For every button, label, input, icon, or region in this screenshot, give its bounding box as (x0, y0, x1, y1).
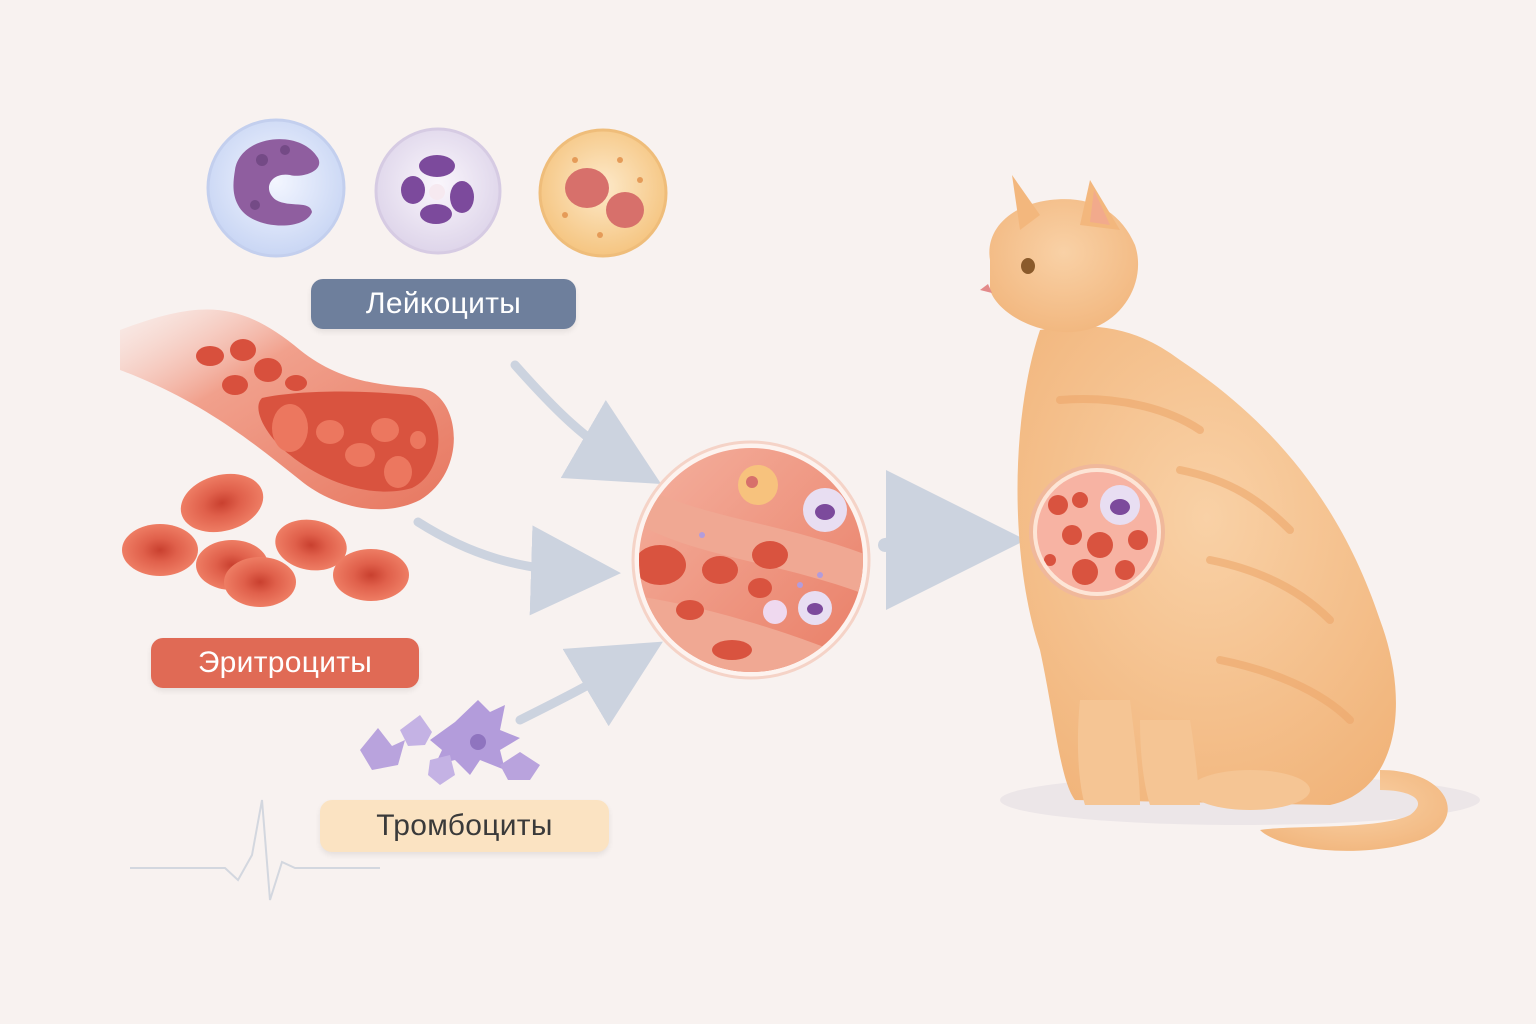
blood-vessel-icon (120, 309, 454, 510)
platelet-icon (360, 700, 540, 785)
cat-illustration-icon (980, 175, 1480, 851)
magnified-vessel-icon (631, 440, 871, 680)
flow-arrows (413, 360, 1026, 727)
thrombocytes-label: Тромбоциты (320, 800, 609, 852)
chest-magnifier-icon (1029, 464, 1165, 600)
leukocyte-eosinophil-icon (538, 128, 668, 258)
leukocyte-neutrophil-icon (374, 127, 502, 255)
red-blood-cell-icon (122, 473, 409, 607)
leukocytes-label: Лейкоциты (311, 279, 576, 329)
leukocyte-lymphocyte-icon (206, 118, 346, 258)
erythrocytes-label: Эритроциты (151, 638, 419, 688)
heartbeat-line-icon (130, 799, 380, 901)
